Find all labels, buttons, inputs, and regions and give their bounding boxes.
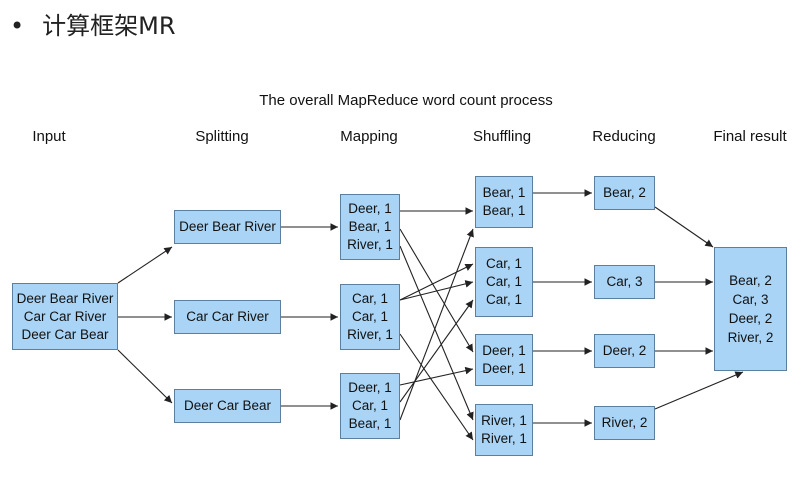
slide-heading: • 计算框架MR: [10, 6, 176, 41]
reduce-pair: Bear, 2: [603, 185, 646, 200]
map-pair: Car, 1: [351, 291, 389, 306]
arrow-map-car-car-to-river: [399, 333, 474, 441]
shuffle-pair: Car, 1: [485, 256, 523, 271]
stage-label-shuffling: Shuffling: [472, 128, 532, 145]
arrow-map-deer-bear-to-river: [399, 245, 474, 421]
shuffle-pair: Deer, 1: [482, 343, 526, 358]
map-box: Car, 1 Car, 1 River, 1: [340, 284, 400, 350]
split-text: Deer Bear River: [179, 219, 276, 234]
stage-label-splitting: Splitting: [195, 128, 249, 145]
shuffle-pair: River, 1: [481, 413, 527, 428]
map-pair: Bear, 1: [348, 416, 392, 431]
arrow-reduce-to-final-1: [654, 206, 714, 248]
stage-label-reducing: Reducing: [592, 128, 656, 145]
final-result-box: Bear, 2 Car, 3 Deer, 2 River, 2: [714, 247, 787, 371]
map-pair: Deer, 1: [348, 380, 392, 395]
split-box: Deer Car Bear: [174, 389, 281, 423]
stage-label-input: Input: [32, 128, 66, 145]
arrow-map-deer-car-to-car: [399, 299, 474, 403]
slide-heading-text: 计算框架MR: [42, 12, 176, 40]
final-pair: River, 2: [727, 330, 774, 345]
input-line: Car Car River: [23, 308, 107, 324]
split-box: Car Car River: [174, 300, 281, 334]
shuffle-box: Bear, 1 Bear, 1: [475, 176, 533, 228]
arrow-map-car-car-to-car-1: [399, 263, 474, 301]
split-text: Deer Car Bear: [183, 398, 272, 413]
shuffle-pair: Bear, 1: [482, 185, 526, 200]
diagram-title: The overall MapReduce word count process: [259, 92, 553, 109]
reduce-pair: River, 2: [601, 415, 648, 430]
input-box: Deer Bear River Car Car River Deer Car B…: [12, 283, 118, 350]
reduce-box: River, 2: [594, 406, 655, 440]
shuffle-box: River, 1 River, 1: [475, 404, 533, 456]
map-pair: River, 1: [347, 237, 393, 252]
final-pair: Car, 3: [732, 292, 769, 307]
map-box: Deer, 1 Bear, 1 River, 1: [340, 194, 400, 260]
map-pair: Car, 1: [351, 398, 389, 413]
bullet-glyph: •: [10, 12, 25, 40]
reduce-box: Car, 3: [594, 265, 655, 299]
shuffle-pair: Bear, 1: [482, 203, 526, 218]
map-pair: River, 1: [347, 327, 393, 342]
shuffle-box: Deer, 1 Deer, 1: [475, 334, 533, 386]
reduce-pair: Deer, 2: [602, 343, 647, 358]
final-pair: Deer, 2: [728, 311, 773, 326]
arrow-map-car-car-to-car-2: [399, 280, 474, 301]
input-line: Deer Car Bear: [21, 326, 109, 342]
arrow-input-to-split-3: [117, 349, 173, 404]
reduce-pair: Car, 3: [606, 274, 643, 289]
shuffle-pair: Deer, 1: [482, 361, 526, 376]
shuffle-box: Car, 1 Car, 1 Car, 1: [475, 247, 533, 317]
shuffle-pair: Car, 1: [485, 274, 523, 289]
map-pair: Bear, 1: [348, 219, 392, 234]
split-text: Car Car River: [186, 309, 269, 324]
arrow-input-to-split-1: [117, 246, 173, 284]
reduce-box: Bear, 2: [594, 176, 655, 210]
arrow-map-deer-car-to-bear: [399, 228, 474, 421]
stage-label-final-result: Final result: [713, 128, 787, 145]
map-pair: Car, 1: [351, 309, 389, 324]
shuffle-pair: River, 1: [481, 431, 527, 446]
final-pair: Bear, 2: [729, 273, 772, 288]
reduce-box: Deer, 2: [594, 334, 655, 368]
arrow-reduce-to-final-4: [654, 371, 744, 410]
map-pair: Deer, 1: [348, 201, 392, 216]
arrow-map-deer-car-to-deer: [399, 366, 474, 386]
shuffle-pair: Car, 1: [485, 292, 523, 307]
input-line: Deer Bear River: [16, 290, 114, 306]
split-box: Deer Bear River: [174, 210, 281, 244]
map-box: Deer, 1 Car, 1 Bear, 1: [340, 373, 400, 439]
stage-label-mapping: Mapping: [340, 128, 398, 145]
